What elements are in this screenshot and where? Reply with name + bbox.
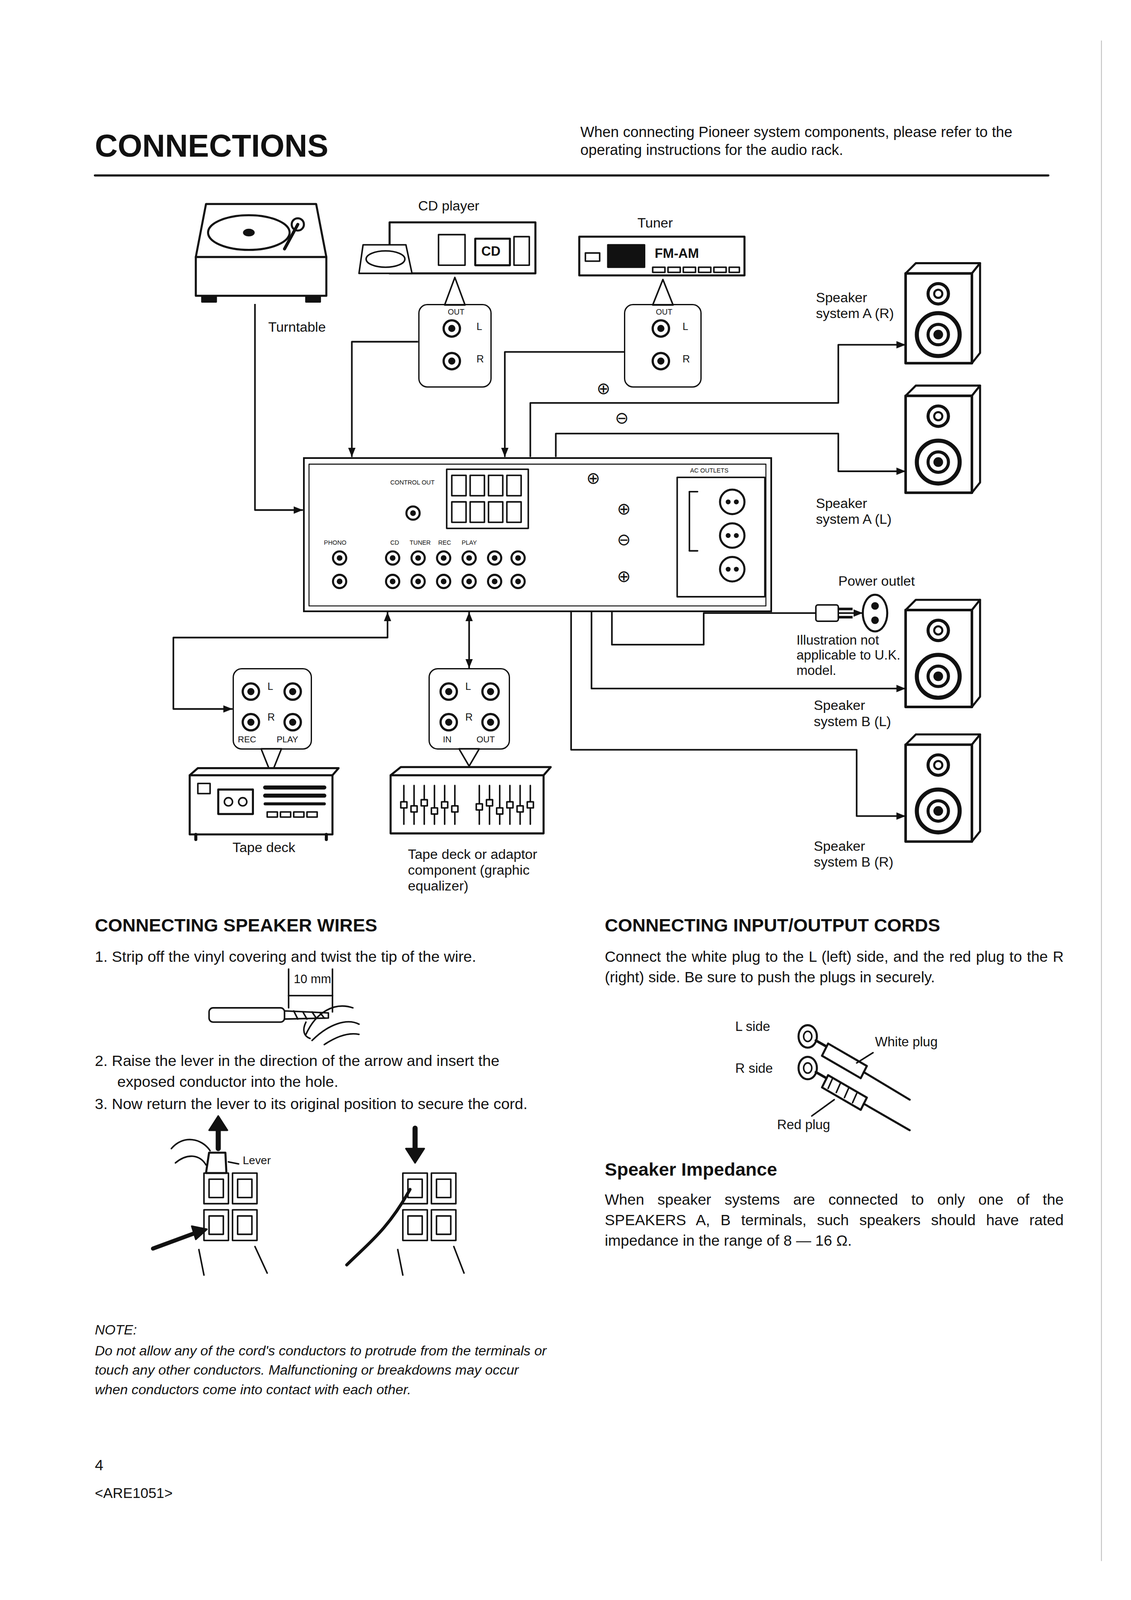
annotation-text: CONNECTING SPEAKER WIRES [94, 914, 378, 936]
connection-cable [555, 433, 906, 472]
cd-player: CD playerCD [358, 219, 538, 276]
annotation-text: Connect the white plug to the L (left) s… [604, 946, 1064, 987]
node-label: PLAY [276, 734, 298, 745]
connection-cable [254, 303, 303, 511]
annotation-text: Lever [242, 1153, 272, 1167]
annotation-text: ⊕ [617, 499, 631, 519]
node-label: Tape deck or adaptor component (graphic … [408, 846, 539, 894]
connection-cable [351, 341, 418, 457]
node-label: OUT [476, 734, 496, 745]
annotation-text: 2. Raise the lever in the direction of t… [94, 1050, 559, 1092]
node-label: OUT [625, 307, 703, 317]
node-label: FM-AM [654, 245, 699, 262]
annotation-text: When connecting Pioneer system component… [580, 123, 1065, 159]
annotation-text: Speaker Impedance [604, 1158, 778, 1180]
node-label: CONTROL OUT [390, 478, 435, 486]
jack-panel: OUT L R [418, 303, 492, 388]
node-label: PHONO [323, 539, 347, 546]
node-label: IN [443, 734, 452, 745]
node-label: Speaker system A (L) [816, 495, 902, 528]
node-label: R [476, 352, 484, 365]
annotation-text: When speaker systems are connected to on… [604, 1189, 1064, 1251]
annotation-text: L side [735, 1018, 771, 1035]
node-label: Speaker system B (L) [813, 697, 900, 729]
connection-cable [173, 612, 388, 709]
annotation-text: Illustration not applicable to U.K. mode… [796, 632, 904, 679]
page-title: CONNECTIONS [94, 127, 329, 164]
jack-panel: L R IN OUT [428, 667, 511, 750]
node-label: AC OUTLETS [690, 466, 729, 474]
annotation-text: ⊕ [596, 379, 611, 399]
graphic-equalizer: Tape deck or adaptor component (graphic … [390, 766, 544, 834]
annotation-text: CONNECTING INPUT/OUTPUT CORDS [604, 914, 941, 936]
turntable: Turntable [193, 201, 329, 304]
node-label: L [465, 680, 471, 692]
annotation-text: White plug [874, 1034, 938, 1050]
annotation-text: 3. Now return the lever to its original … [94, 1093, 559, 1114]
speaker: Speaker system B (R) [905, 744, 972, 842]
annotation-text: Red plug [777, 1116, 831, 1133]
node-label: L [476, 320, 483, 333]
tuner: TunerFM-AM [577, 236, 747, 278]
node-label: PLAY [461, 539, 478, 546]
speaker: Speaker system A (L) [905, 395, 972, 493]
annotation-text: Do not allow any of the cord's conductor… [94, 1340, 552, 1400]
node-label: Tuner [637, 215, 673, 231]
node-label: L [267, 680, 274, 692]
connection-cable [504, 351, 625, 457]
annotation-text: 4 [94, 1456, 104, 1474]
annotation-text: ⊕ [586, 469, 601, 488]
node-label: CD [481, 243, 501, 260]
speaker: Speaker system B (L) [905, 609, 972, 707]
speaker: Speaker system A (R) [905, 273, 972, 363]
annotation-text: <ARE1051> [94, 1484, 173, 1502]
amplifier-rear-panel: CONTROL OUT PHONO CD TUNER REC PLAY AC OUTLETS [303, 457, 773, 613]
jack-panel: L R REC PLAY [232, 667, 312, 750]
annotation-text: ⊖ [615, 408, 629, 428]
node-label: CD [390, 539, 400, 546]
connection-cable [530, 344, 906, 458]
annotation-text: 1. Strip off the vinyl covering and twis… [94, 946, 575, 967]
node-label: REC [237, 734, 257, 745]
tape-deck: Tape deck [189, 775, 333, 835]
node-label: Turntable [268, 319, 326, 336]
node-label: TUNER [409, 539, 431, 546]
node-label: Power outlet [838, 573, 915, 589]
power-outlet: Power outlet [862, 594, 888, 632]
node-label: Speaker system B (R) [813, 838, 900, 870]
annotation-text: ⊖ [617, 530, 631, 550]
node-label: R [267, 711, 275, 723]
node-label: CD player [418, 198, 480, 214]
node-label: Tape deck [232, 839, 296, 856]
annotation-text: 10 mm [293, 971, 332, 986]
annotation-text: ⊕ [617, 567, 631, 586]
node-label: Speaker system A (R) [816, 289, 902, 322]
power-plug [816, 604, 853, 621]
jack-panel: OUT L R [623, 303, 702, 388]
annotation-text: NOTE: [94, 1321, 138, 1338]
node-label: L [682, 320, 688, 333]
node-label: REC [438, 539, 452, 546]
connection-cable [571, 612, 906, 817]
connection-cable [468, 612, 470, 668]
annotation-text: R side [735, 1060, 773, 1076]
connection-cable [591, 612, 906, 689]
node-label: OUT [419, 307, 493, 317]
node-label: R [465, 711, 473, 723]
node-label: R [682, 352, 690, 365]
